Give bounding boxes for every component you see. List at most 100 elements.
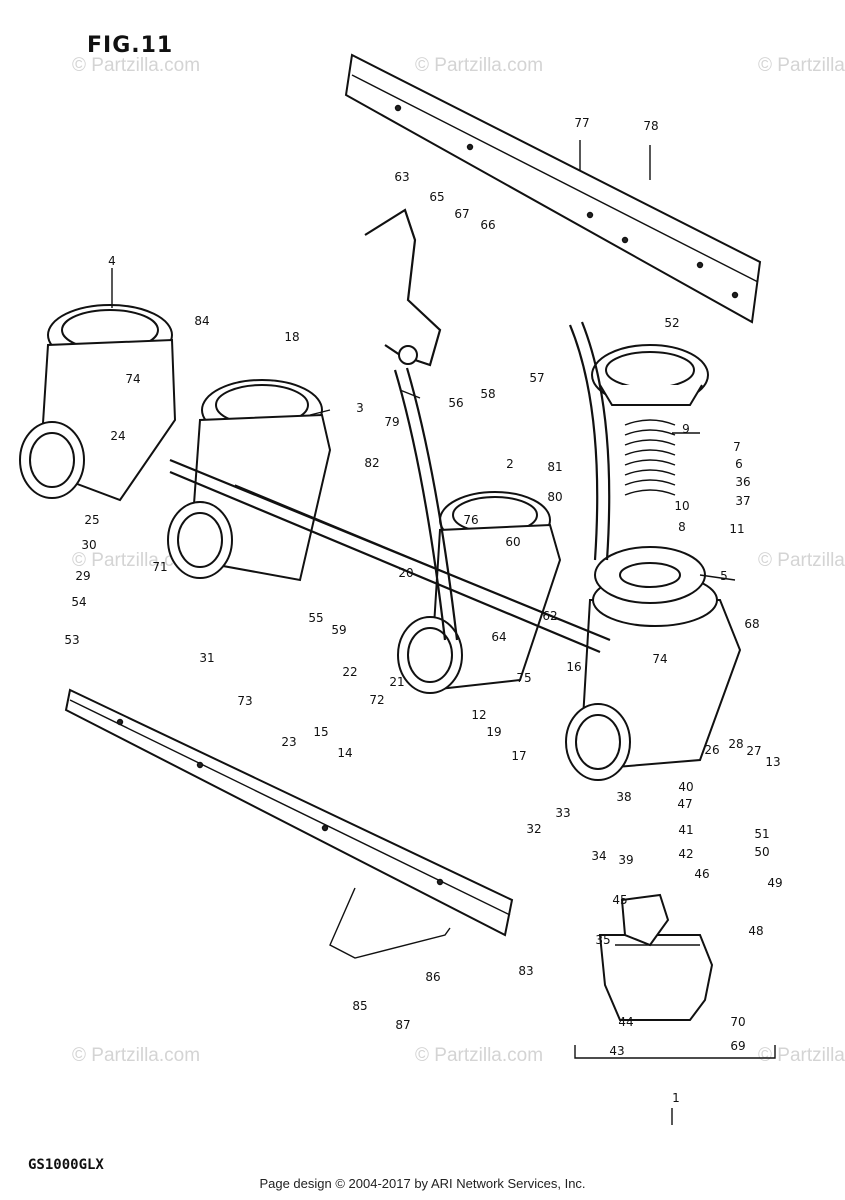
diaphragm-assembly xyxy=(591,344,709,604)
callout-63: 63 xyxy=(394,170,409,184)
watermark: © Partzilla.com xyxy=(72,1045,201,1066)
callout-20: 20 xyxy=(398,566,413,580)
callout-24: 24 xyxy=(110,429,125,443)
model-code: GS1000GLX xyxy=(28,1157,104,1173)
callout-40: 40 xyxy=(678,780,693,794)
callout-58: 58 xyxy=(480,387,495,401)
callout-45: 45 xyxy=(612,893,627,907)
callout-13: 13 xyxy=(765,755,780,769)
callout-14: 14 xyxy=(337,746,352,760)
callout-47: 47 xyxy=(677,797,692,811)
callout-17: 17 xyxy=(511,749,526,763)
callout-9: 9 xyxy=(682,422,690,436)
callout-53: 53 xyxy=(64,633,79,647)
callout-54: 54 xyxy=(71,595,86,609)
callout-82: 82 xyxy=(364,456,379,470)
callout-87: 87 xyxy=(395,1018,410,1032)
top-mounting-bracket xyxy=(344,53,762,324)
callout-77: 77 xyxy=(574,116,589,130)
callout-43: 43 xyxy=(609,1044,624,1058)
callout-51: 51 xyxy=(754,827,769,841)
callout-12: 12 xyxy=(471,708,486,722)
callout-68: 68 xyxy=(744,617,759,631)
callout-22: 22 xyxy=(342,665,357,679)
callout-48: 48 xyxy=(748,924,763,938)
callout-79: 79 xyxy=(384,415,399,429)
watermark: © Partzilla.com xyxy=(758,550,845,571)
callout-4: 4 xyxy=(108,254,116,268)
callout-31: 31 xyxy=(199,651,214,665)
callout-66: 66 xyxy=(480,218,495,232)
callout-65: 65 xyxy=(429,190,444,204)
callout-76: 76 xyxy=(463,513,478,527)
callout-3: 3 xyxy=(356,401,364,415)
callout-57: 57 xyxy=(529,371,544,385)
callout-29: 29 xyxy=(75,569,90,583)
callout-49: 49 xyxy=(767,876,782,890)
callout-15: 15 xyxy=(313,725,328,739)
callout-1: 1 xyxy=(672,1091,680,1105)
callout-86: 86 xyxy=(425,970,440,984)
callout-46: 46 xyxy=(694,867,709,881)
figure-title: FIG.11 xyxy=(87,33,174,58)
callout-8: 8 xyxy=(678,520,686,534)
callout-5: 5 xyxy=(720,569,728,583)
callout-28: 28 xyxy=(728,737,743,751)
watermark: © Partzilla.com xyxy=(758,1045,845,1066)
callout-50: 50 xyxy=(754,845,769,859)
footer-credit: Page design © 2004-2017 by ARI Network S… xyxy=(259,1176,586,1191)
callout-72: 72 xyxy=(369,693,384,707)
callout-37: 37 xyxy=(735,494,750,508)
callout-78: 78 xyxy=(643,119,658,133)
callout-32: 32 xyxy=(526,822,541,836)
callout-56: 56 xyxy=(448,396,463,410)
callout-80: 80 xyxy=(547,490,562,504)
callout-41: 41 xyxy=(678,823,693,837)
callout-33: 33 xyxy=(555,806,570,820)
callout-83: 83 xyxy=(518,964,533,978)
callout-52: 52 xyxy=(664,316,679,330)
callout-23: 23 xyxy=(281,735,296,749)
callout-11: 11 xyxy=(729,522,744,536)
watermark: © Partzilla.com xyxy=(72,550,201,571)
callout-2: 2 xyxy=(506,457,514,471)
callout-71: 71 xyxy=(152,560,167,574)
callout-59: 59 xyxy=(331,623,346,637)
callout-19: 19 xyxy=(486,725,501,739)
callout-7: 7 xyxy=(733,440,741,454)
watermark: © Partzilla.com xyxy=(758,55,845,76)
callout-44: 44 xyxy=(618,1015,633,1029)
callout-38: 38 xyxy=(616,790,631,804)
callout-67: 67 xyxy=(454,207,469,221)
callout-27: 27 xyxy=(746,744,761,758)
callout-74b: 74 xyxy=(652,652,667,666)
wire-clip xyxy=(329,887,451,959)
callout-62: 62 xyxy=(542,609,557,623)
callout-6: 6 xyxy=(735,457,743,471)
callout-70: 70 xyxy=(730,1015,745,1029)
callout-64: 64 xyxy=(491,630,506,644)
callout-18: 18 xyxy=(284,330,299,344)
callout-60: 60 xyxy=(505,535,520,549)
callout-16: 16 xyxy=(566,660,581,674)
callout-81: 81 xyxy=(547,460,562,474)
callout-73: 73 xyxy=(237,694,252,708)
callout-30: 30 xyxy=(81,538,96,552)
callout-34: 34 xyxy=(591,849,606,863)
callout-84: 84 xyxy=(194,314,209,328)
callout-26: 26 xyxy=(704,743,719,757)
callout-42: 42 xyxy=(678,847,693,861)
callout-10: 10 xyxy=(674,499,689,513)
callout-39: 39 xyxy=(618,853,633,867)
choke-lever xyxy=(364,208,442,367)
callout-36: 36 xyxy=(735,475,750,489)
watermark: © Partzilla.com xyxy=(415,55,544,76)
float-bowl xyxy=(598,893,714,1021)
watermark: © Partzilla.com xyxy=(415,1045,544,1066)
watermark: © Partzilla.com xyxy=(72,55,201,76)
leader-lines xyxy=(111,140,776,1125)
callout-69: 69 xyxy=(730,1039,745,1053)
